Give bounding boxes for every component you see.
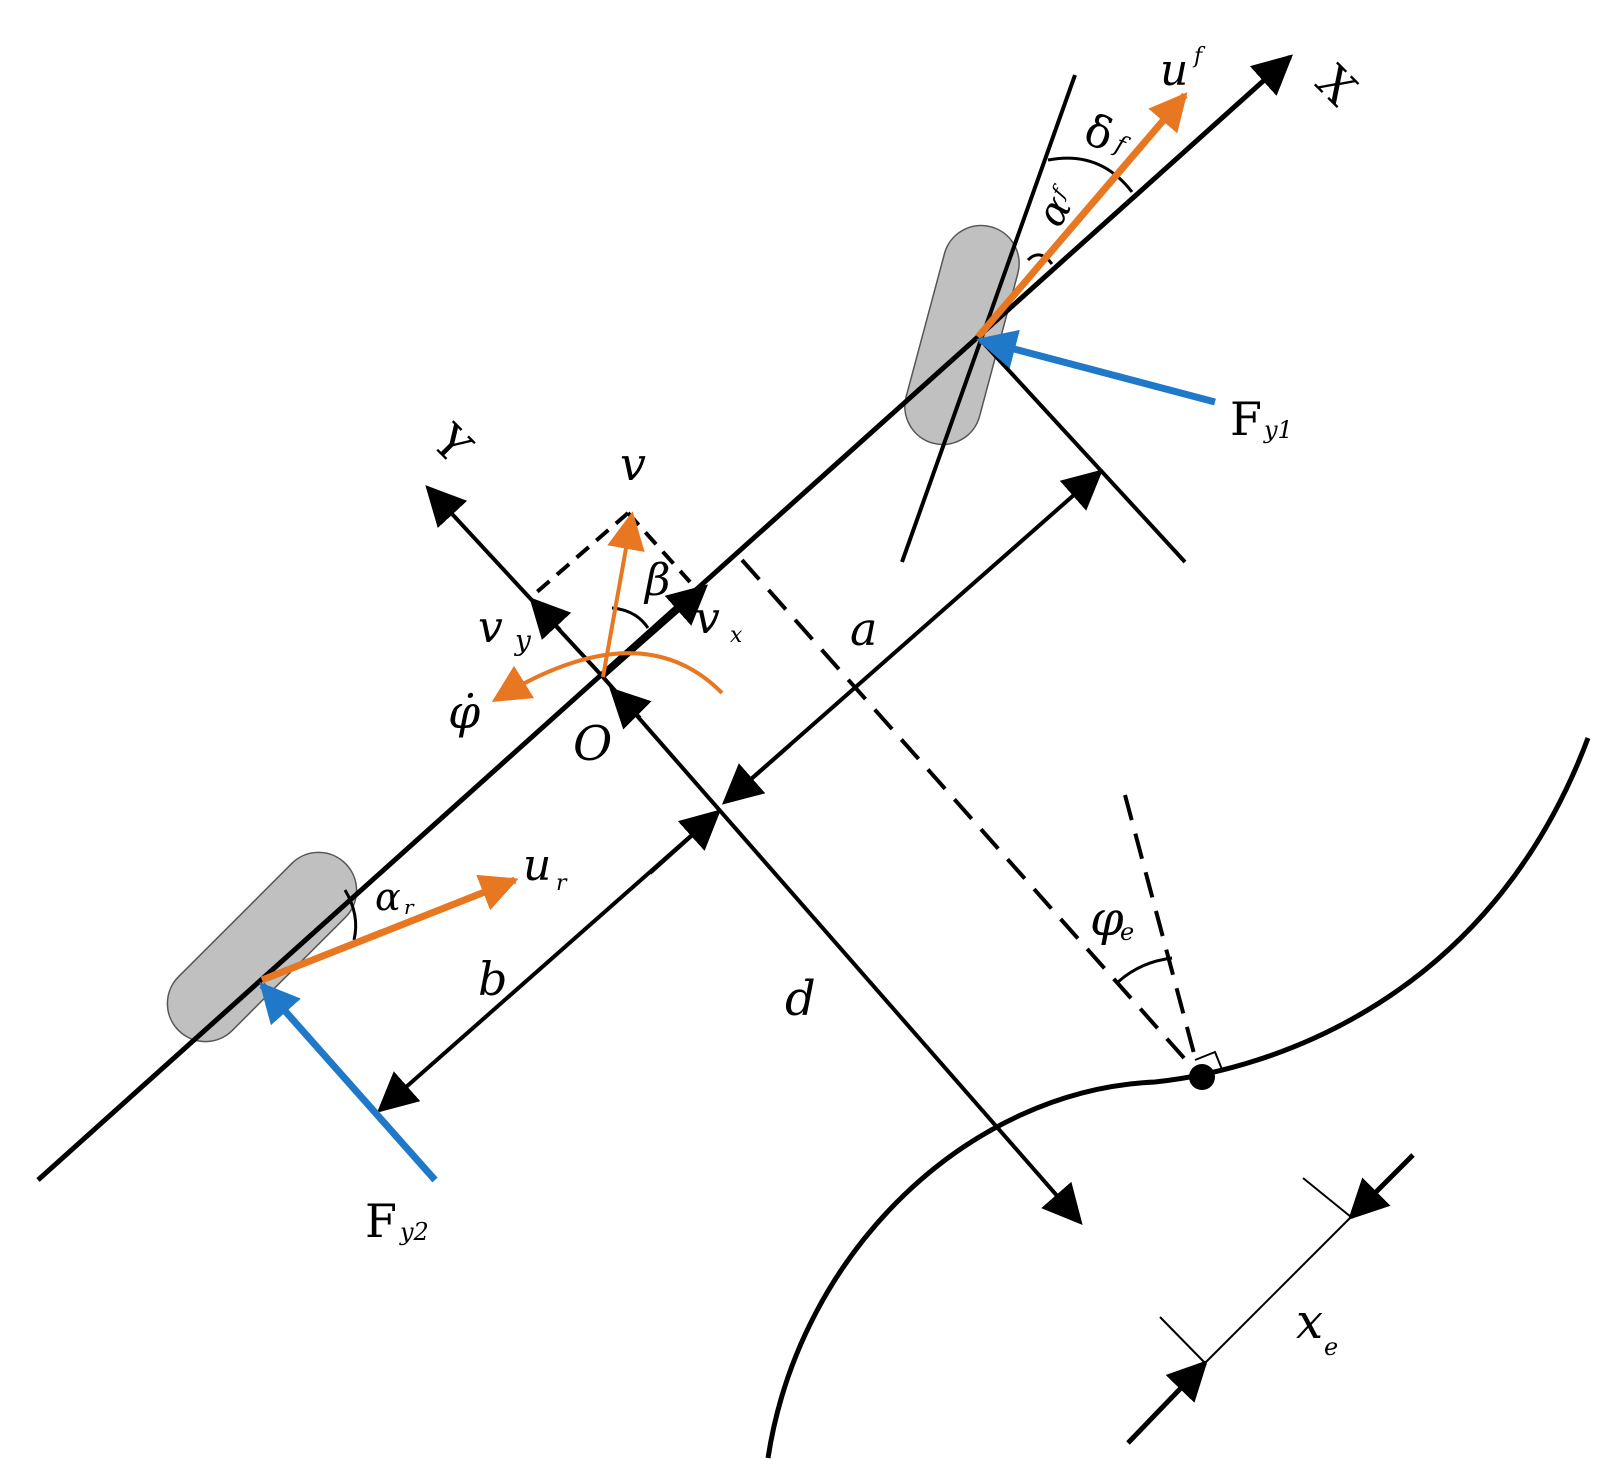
label-x-e: x (1296, 1294, 1323, 1350)
lateral-offset-line-d (601, 675, 1083, 1226)
label-fy2-sub: y2 (399, 1218, 429, 1246)
alpha-f-angle-arc (1026, 253, 1054, 265)
vx-arrow (601, 584, 708, 679)
v-dashed-to-y (528, 511, 630, 600)
label-phi-e-sub: e (1120, 918, 1134, 946)
label-vy: v (478, 602, 503, 653)
y-axis-line (425, 485, 605, 679)
vy-arrow (529, 597, 572, 640)
label-phi-e: φ (1090, 891, 1124, 947)
alpha-r-angle-arc (343, 889, 358, 941)
label-y: Y (422, 413, 483, 474)
label-beta: β (643, 555, 670, 606)
xe-tick-left (1159, 1316, 1206, 1364)
label-v: v (620, 437, 646, 491)
front-wheel-plane-line (900, 74, 1077, 563)
x-axis-line (36, 54, 1293, 1182)
label-fy1-sub: y1 (1263, 416, 1293, 444)
label-uf: u (1160, 45, 1188, 96)
label-vx: v (695, 593, 720, 644)
right-angle-mark (1194, 1050, 1224, 1073)
xe-tick-right (1302, 1177, 1352, 1218)
xe-arrow-left (1126, 1360, 1208, 1445)
path-reference-point (1189, 1064, 1215, 1090)
o-up-arrow (609, 687, 652, 730)
dashed-tangent-heading (1123, 794, 1202, 1077)
fy1-force-arrow (976, 329, 1216, 406)
label-alpha-r: α (375, 875, 401, 919)
label-x-e-sub: e (1324, 1333, 1338, 1361)
label-alpha-r-sub: r (404, 895, 415, 919)
label-b: b (478, 952, 507, 1006)
label-a: a (850, 602, 877, 656)
yaw-rate-arrow (491, 651, 724, 703)
front-axle-perpendicular (976, 335, 1187, 564)
label-ur: u (523, 840, 551, 891)
v-velocity-arrow (601, 511, 645, 678)
label-vx-sub: x (730, 623, 743, 648)
dimension-b-arrow-back (648, 809, 721, 875)
label-ur-sub: r (556, 871, 568, 896)
uf-velocity-arrow (975, 92, 1188, 340)
label-uf-sub: f (1192, 44, 1206, 69)
label-fy2: F (365, 1194, 397, 1248)
xe-dimension-line (1204, 1216, 1352, 1364)
phi-e-angle-arc (1116, 956, 1173, 984)
front-tire (904, 224, 1020, 446)
delta-f-angle-arc (1047, 156, 1134, 193)
fy2-force-arrow (259, 982, 438, 1183)
label-fy1: F (1230, 392, 1262, 446)
dimension-a-arrow-back (721, 743, 792, 805)
rear-tire (166, 851, 358, 1043)
reference-path-curve (765, 737, 1591, 1459)
dashed-normal-to-path (740, 558, 1202, 1078)
xe-arrow-right (1348, 1153, 1415, 1220)
beta-angle-arc (611, 606, 650, 629)
label-vy-sub: y (513, 624, 532, 657)
label-d: d (785, 971, 816, 1027)
label-phi-dot: φ̇ (448, 685, 481, 739)
label-o: O (573, 716, 612, 772)
label-x: X (1306, 55, 1368, 117)
ur-velocity-arrow (260, 874, 519, 984)
